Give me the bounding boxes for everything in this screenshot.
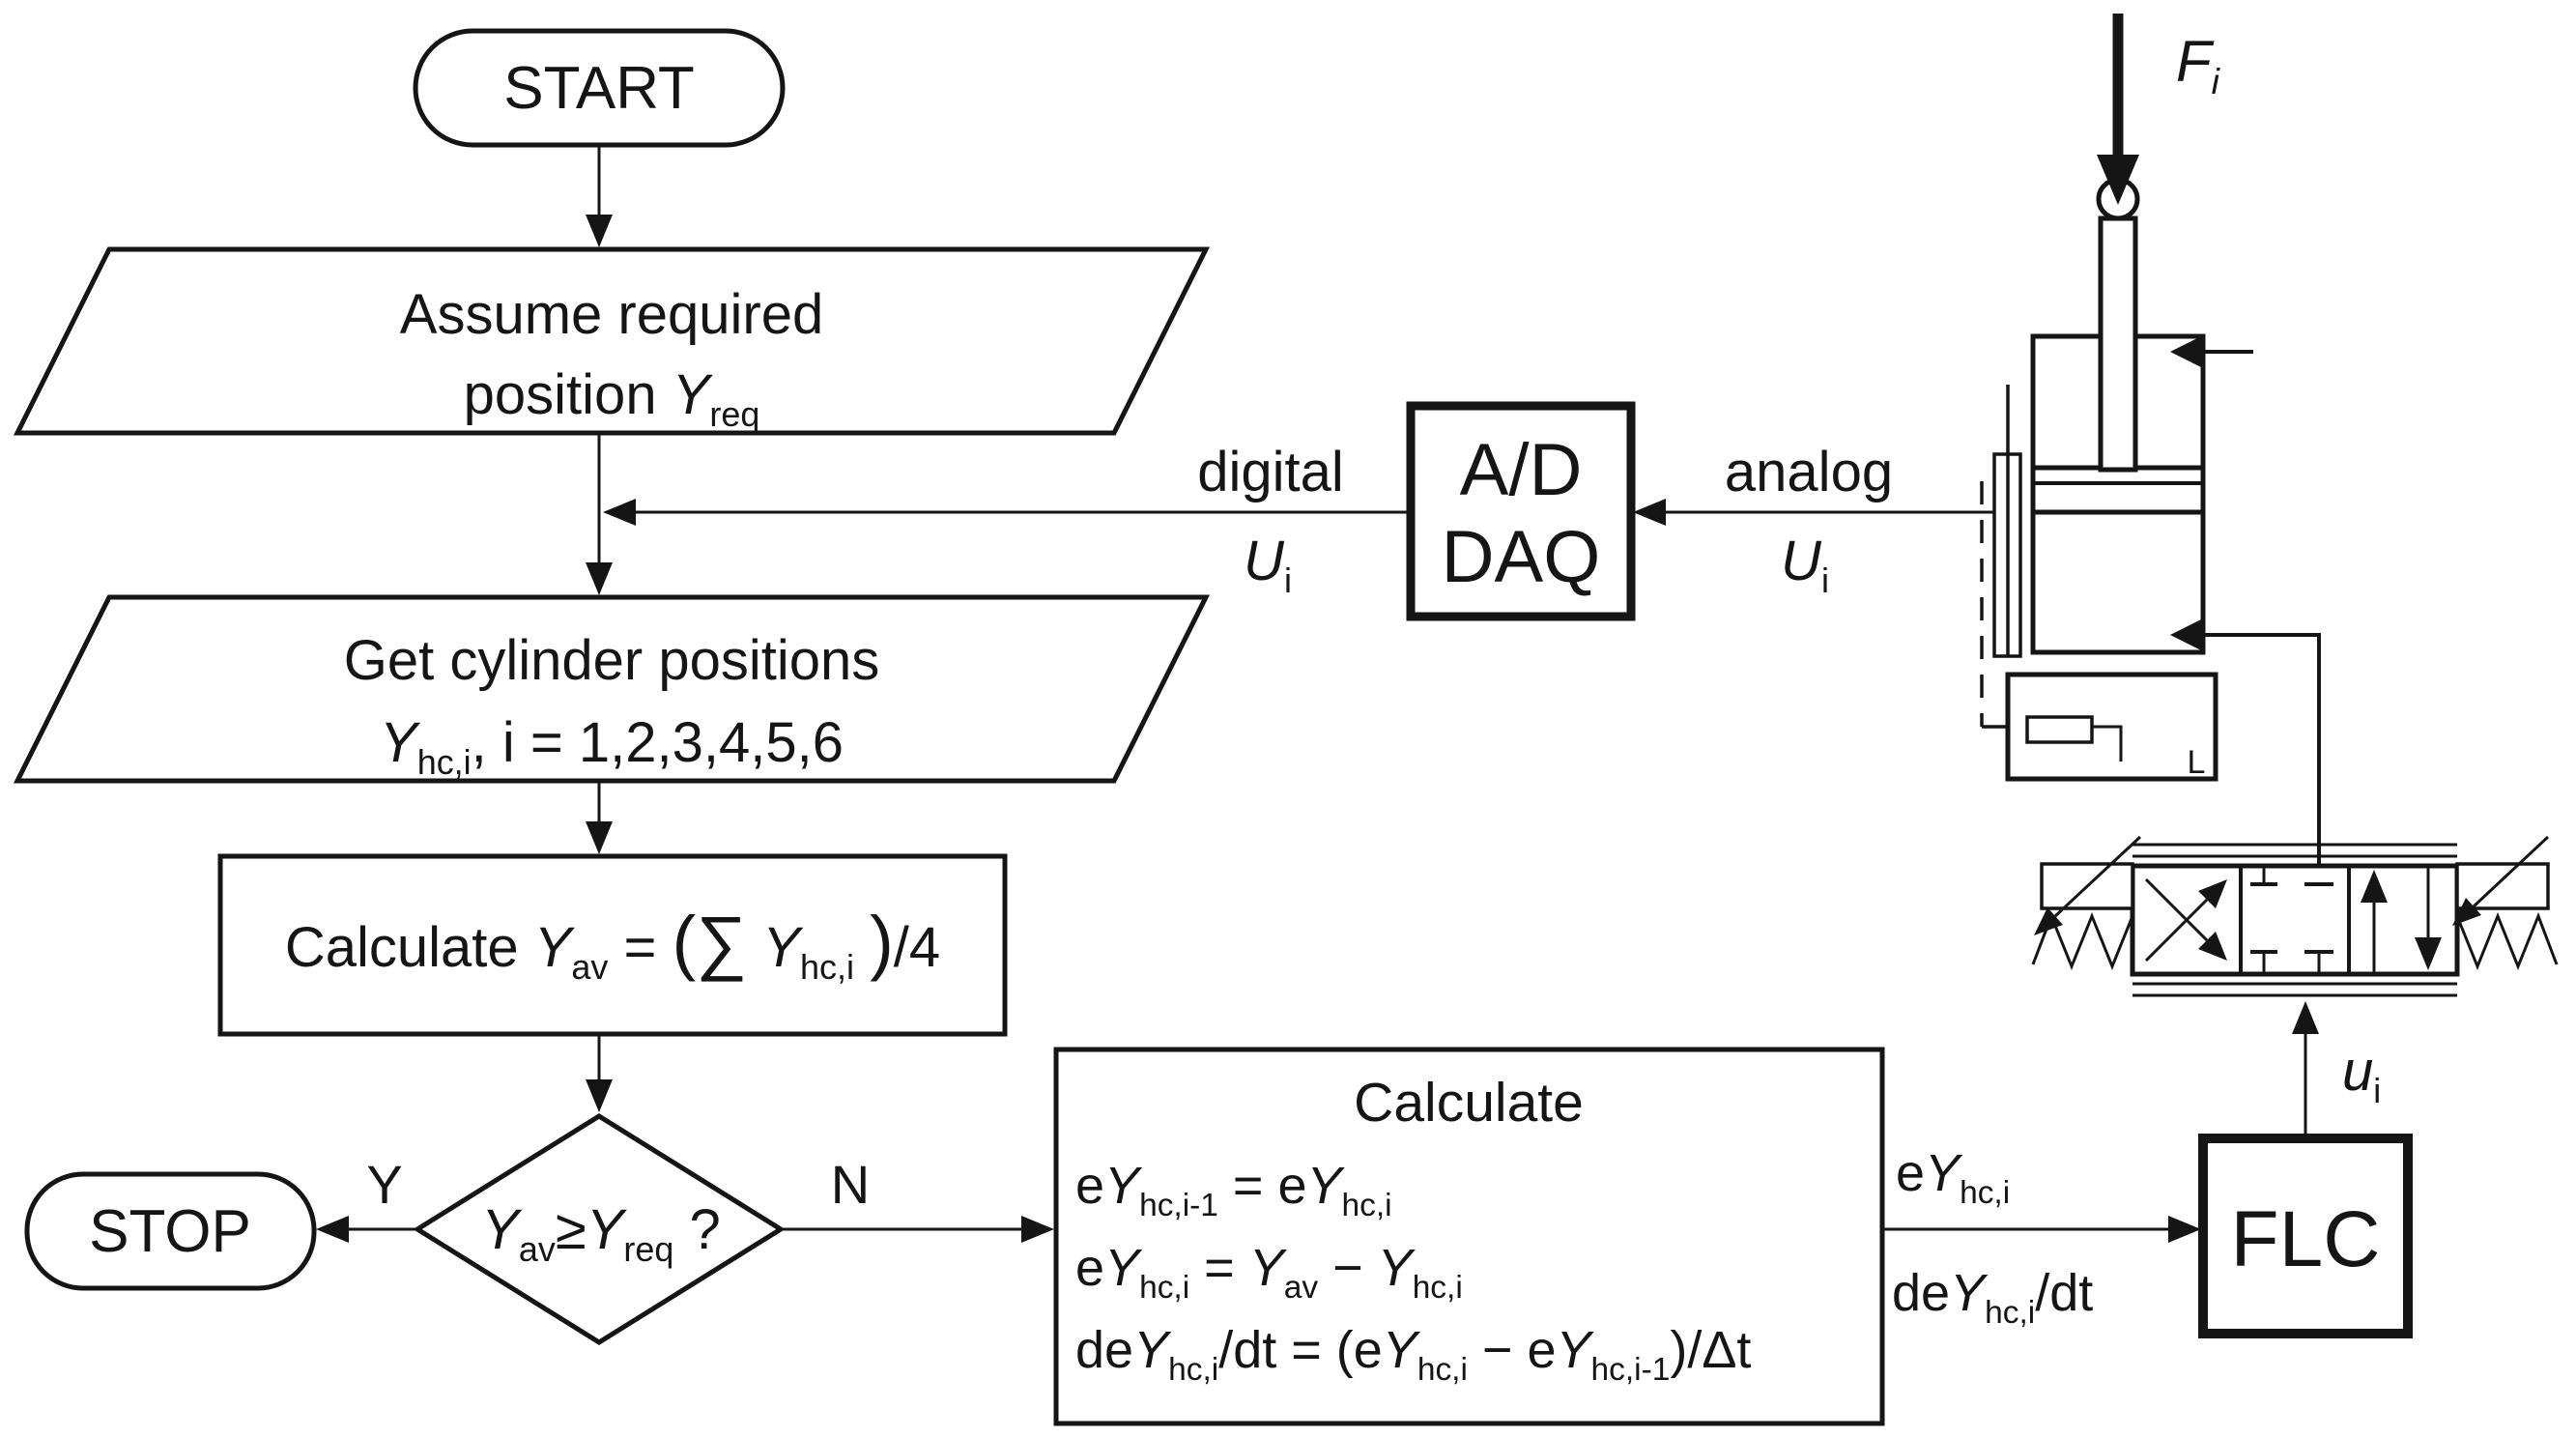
error-calc-title: Calculate bbox=[1354, 1072, 1584, 1134]
lower-port-pipe bbox=[2170, 618, 2321, 884]
left-solenoid bbox=[2034, 835, 2142, 935]
yes-branch-arrow bbox=[316, 1216, 417, 1243]
flc-block bbox=[2198, 1134, 2413, 1338]
control-signal-label: ui bbox=[2342, 1040, 2381, 1110]
position-sensor-strip bbox=[1980, 385, 2022, 729]
piston bbox=[2030, 465, 2206, 515]
error-calc-eq3: deYhc,i/dt = (eYhc,i − eYhc,i-1)/Δt bbox=[1075, 1321, 1751, 1388]
analog-signal-arrow bbox=[1633, 499, 1994, 526]
upper-port-arrow bbox=[2170, 334, 2253, 369]
digital-u-label: Ui bbox=[1244, 530, 1292, 600]
valve-right-position bbox=[2361, 868, 2442, 972]
calculate-average-process bbox=[217, 853, 1008, 1037]
adc-label-line1: A/D bbox=[1460, 429, 1583, 511]
digital-signal-label: digital bbox=[1197, 441, 1344, 503]
valve-left-position bbox=[2144, 877, 2227, 963]
error-calc-eq2: eYhc,i = Yav − Yhc,i bbox=[1075, 1239, 1463, 1306]
flc-label: FLC bbox=[2231, 1195, 2381, 1283]
directional-valve bbox=[2031, 835, 2559, 997]
adc-daq-block bbox=[1406, 401, 1636, 621]
error-calculation-process bbox=[1053, 1047, 1885, 1426]
flow-arrow-start bbox=[586, 145, 613, 247]
assume-line2: position Yreq bbox=[464, 363, 760, 434]
flow-arrow-assume bbox=[586, 433, 613, 595]
stop-label: STOP bbox=[89, 1198, 251, 1265]
yes-label: Y bbox=[366, 1154, 402, 1215]
no-branch-arrow bbox=[781, 1216, 1054, 1243]
start-label: START bbox=[503, 55, 695, 122]
valve-proportional-lines bbox=[2132, 843, 2457, 997]
flc-input-arrow bbox=[1882, 1216, 2201, 1243]
adc-label-line2: DAQ bbox=[1442, 516, 1601, 598]
sensor-mark-label: L bbox=[2188, 744, 2206, 781]
assume-line1: Assume required bbox=[400, 283, 823, 346]
calculate-average-label: Calculate Yav = (∑ Yhc,i )/4 bbox=[285, 902, 940, 987]
hydraulic-cylinder: Fi L bbox=[1980, 14, 2321, 884]
force-arrow bbox=[2097, 14, 2139, 205]
assume-position-io bbox=[13, 246, 1211, 436]
analog-signal-label: analog bbox=[1725, 441, 1893, 503]
right-solenoid bbox=[2452, 835, 2550, 926]
sensor-symbol bbox=[2025, 715, 2094, 744]
analog-u-label: Ui bbox=[1781, 530, 1829, 600]
right-spring bbox=[2455, 911, 2559, 971]
piston-rod bbox=[2098, 216, 2138, 473]
force-label: Fi bbox=[2176, 29, 2221, 101]
valve-center-position bbox=[2250, 866, 2333, 974]
sensor-box: L bbox=[2005, 672, 2218, 782]
decision-diamond bbox=[413, 1113, 786, 1345]
no-label: N bbox=[831, 1154, 870, 1215]
flowchart: START Assume required position Yreq Get … bbox=[13, 28, 1885, 1426]
get-line2: Yhc,i, i = 1,2,3,4,5,6 bbox=[380, 711, 844, 782]
digital-signal-arrow bbox=[603, 499, 1411, 526]
valve-body bbox=[2130, 863, 2460, 977]
flc-input-derror-label: deYhc,i/dt bbox=[1892, 1264, 2093, 1331]
control-signal-arrow bbox=[2292, 1001, 2319, 1138]
decision-label: Yav≥Yreq ? bbox=[481, 1198, 721, 1269]
left-spring bbox=[2031, 911, 2134, 971]
flow-arrow-get bbox=[586, 781, 613, 854]
get-line1: Get cylinder positions bbox=[344, 629, 879, 692]
get-positions-io bbox=[13, 594, 1211, 784]
flc-section: eYhc,i deYhc,i/dt FLC ui bbox=[1882, 1001, 2413, 1338]
flc-input-error-label: eYhc,i bbox=[1896, 1144, 2010, 1211]
stop-terminator bbox=[24, 1171, 317, 1291]
daq-section: digital Ui A/D DAQ analog Ui bbox=[603, 401, 1994, 621]
flow-arrow-calc bbox=[586, 1034, 613, 1112]
error-calc-eq1: eYhc,i-1 = eYhc,i bbox=[1075, 1157, 1392, 1223]
